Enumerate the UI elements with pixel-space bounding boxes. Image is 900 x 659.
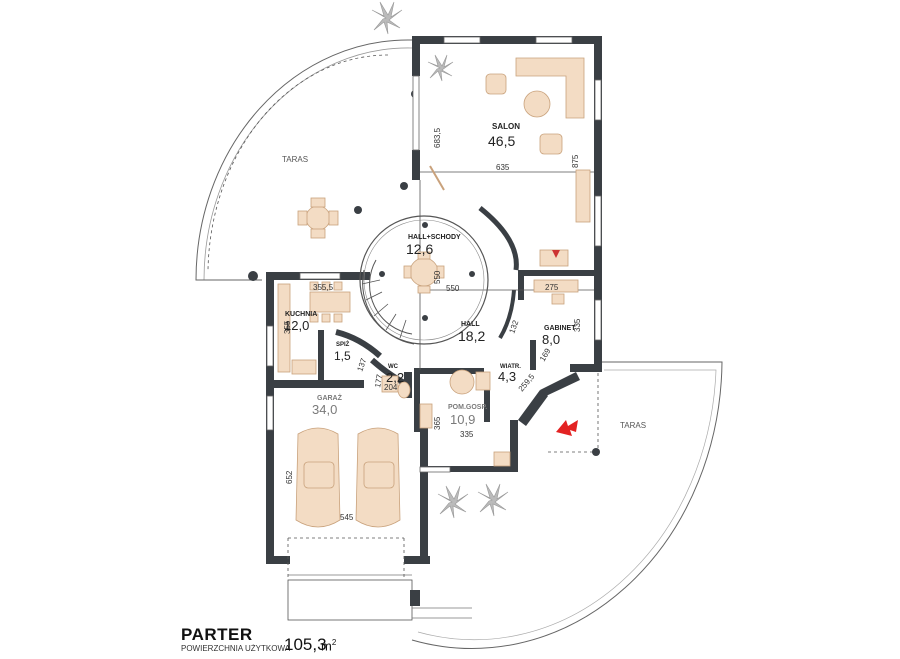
room-name-kuchnia: KUCHNIA — [285, 311, 317, 318]
room-name-wc: WC — [388, 364, 399, 370]
dimension-label: 335 — [460, 430, 474, 439]
usable-area-caption: POWIERZCHNIA UŻYTKOWA — [181, 644, 291, 653]
room-area-salon: 46,5 — [488, 133, 515, 149]
room-labels: SALON 46,5 HALL+SCHODY 12,6 KUCHNIA 12,0… — [282, 122, 646, 430]
plan-legend: PARTER POWIERZCHNIA UŻYTKOWA 105,3 m2 — [181, 625, 381, 658]
dimension-label: 275 — [545, 283, 559, 292]
room-area-wiatr: 4,3 — [498, 369, 516, 384]
total-area-unit: m2 — [321, 638, 337, 654]
dimension-label: 259,5 — [517, 372, 537, 394]
plant-icon — [371, 1, 509, 519]
dimension-label: 132 — [507, 319, 520, 335]
office-furniture — [533, 279, 579, 305]
dimension-label: 635 — [496, 163, 510, 172]
dimension-label: 335 — [573, 318, 582, 332]
terrace-left — [195, 39, 413, 281]
dimension-label: 875 — [571, 154, 580, 168]
terrace-table-icon — [297, 90, 419, 239]
dimension-label: 169 — [538, 346, 553, 363]
dimension-label: 365 — [433, 416, 442, 430]
terrace-right — [411, 361, 723, 649]
room-name-pom-gosp: POM.GOSP. — [448, 404, 487, 411]
terrace-label-right: TARAS — [620, 421, 646, 430]
level-name: PARTER — [181, 625, 253, 644]
front-steps — [287, 574, 472, 621]
room-name-salon: SALON — [492, 122, 520, 131]
room-name-wiatr: WIATR. — [500, 364, 521, 370]
staircase — [359, 215, 489, 345]
windows — [266, 36, 602, 473]
wc-fixtures — [381, 369, 511, 467]
room-area-hall: 18,2 — [458, 328, 485, 344]
room-area-hall-schody: 12,6 — [406, 241, 433, 257]
dimension-label: 204 — [384, 383, 398, 392]
room-area-spiz: 1,5 — [334, 349, 351, 363]
total-area-value: 105,3 — [284, 635, 327, 654]
dimension-label: 550 — [433, 270, 442, 284]
room-name-hall-schody: HALL+SCHODY — [408, 234, 461, 241]
dimension-label: 355,5 — [313, 283, 334, 292]
room-name-spiz: SPIŻ — [336, 341, 350, 348]
room-name-gabinet: GABINET — [544, 325, 576, 332]
dimension-label: 545 — [340, 513, 354, 522]
salon-furniture — [429, 57, 591, 267]
dimension-label: 550 — [446, 284, 460, 293]
room-area-pom-gosp: 10,9 — [450, 412, 475, 427]
dimension-label: 683,5 — [433, 127, 442, 148]
car-icon — [295, 427, 401, 528]
dimension-label: 177 — [373, 373, 384, 388]
room-area-kuchnia: 12,0 — [284, 318, 309, 333]
dimension-label: 137 — [355, 357, 368, 373]
kitchen-furniture — [277, 281, 351, 375]
dimension-label: 355 — [283, 320, 292, 334]
dimension-label: 652 — [285, 470, 294, 484]
room-name-garaz: GARAŻ — [317, 394, 343, 402]
entrance-arrow-icon — [556, 420, 578, 436]
room-area-garaz: 34,0 — [312, 402, 337, 417]
room-name-hall: HALL — [461, 321, 480, 328]
room-area-gabinet: 8,0 — [542, 332, 560, 347]
room-area-wc: 2,2 — [386, 370, 404, 385]
terrace-label-left: TARAS — [282, 155, 308, 164]
